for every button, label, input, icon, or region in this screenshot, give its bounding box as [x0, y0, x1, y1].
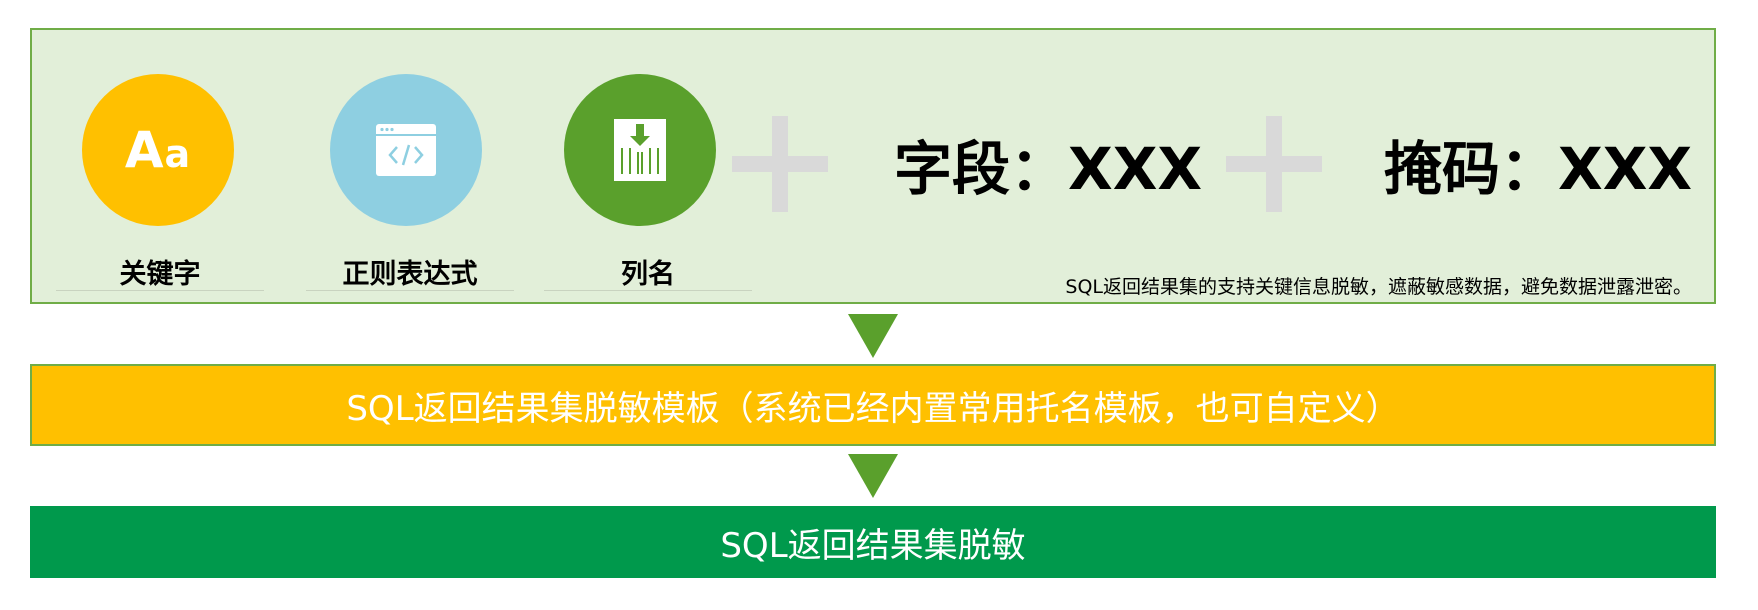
font-aa-icon: Aa: [124, 121, 192, 179]
description-note: SQL返回结果集的支持关键信息脱敏，遮蔽敏感数据，避免数据泄露泄密。: [1065, 276, 1692, 298]
plus-icon: [732, 116, 828, 212]
keyword-circle: Aa: [82, 74, 234, 226]
regex-label: 正则表达式: [306, 252, 514, 292]
mask-text: 掩码：XXX: [1384, 135, 1693, 203]
masking-template-bar: SQL返回结果集脱敏模板（系统已经内置常用托名模板，也可自定义）: [30, 364, 1716, 446]
result-masking-bar: SQL返回结果集脱敏: [30, 506, 1716, 578]
masking-template-text: SQL返回结果集脱敏模板（系统已经内置常用托名模板，也可自定义）: [346, 388, 1400, 429]
result-masking-text: SQL返回结果集脱敏: [720, 525, 1026, 566]
field-text: 字段：XXX: [894, 135, 1203, 203]
plus-icon: [1226, 116, 1322, 212]
column-circle: [564, 74, 716, 226]
code-window-icon: [376, 124, 436, 176]
regex-circle: [330, 74, 482, 226]
keyword-label: 关键字: [56, 252, 264, 292]
column-label: 列名: [544, 252, 752, 292]
down-arrow-icon: [848, 314, 898, 358]
down-arrow-icon: [848, 454, 898, 498]
column-document-icon: [614, 119, 666, 181]
input-sources-panel: Aa 关键字 正则表达式 列名 字段：XXX 掩码：XX: [30, 28, 1716, 304]
